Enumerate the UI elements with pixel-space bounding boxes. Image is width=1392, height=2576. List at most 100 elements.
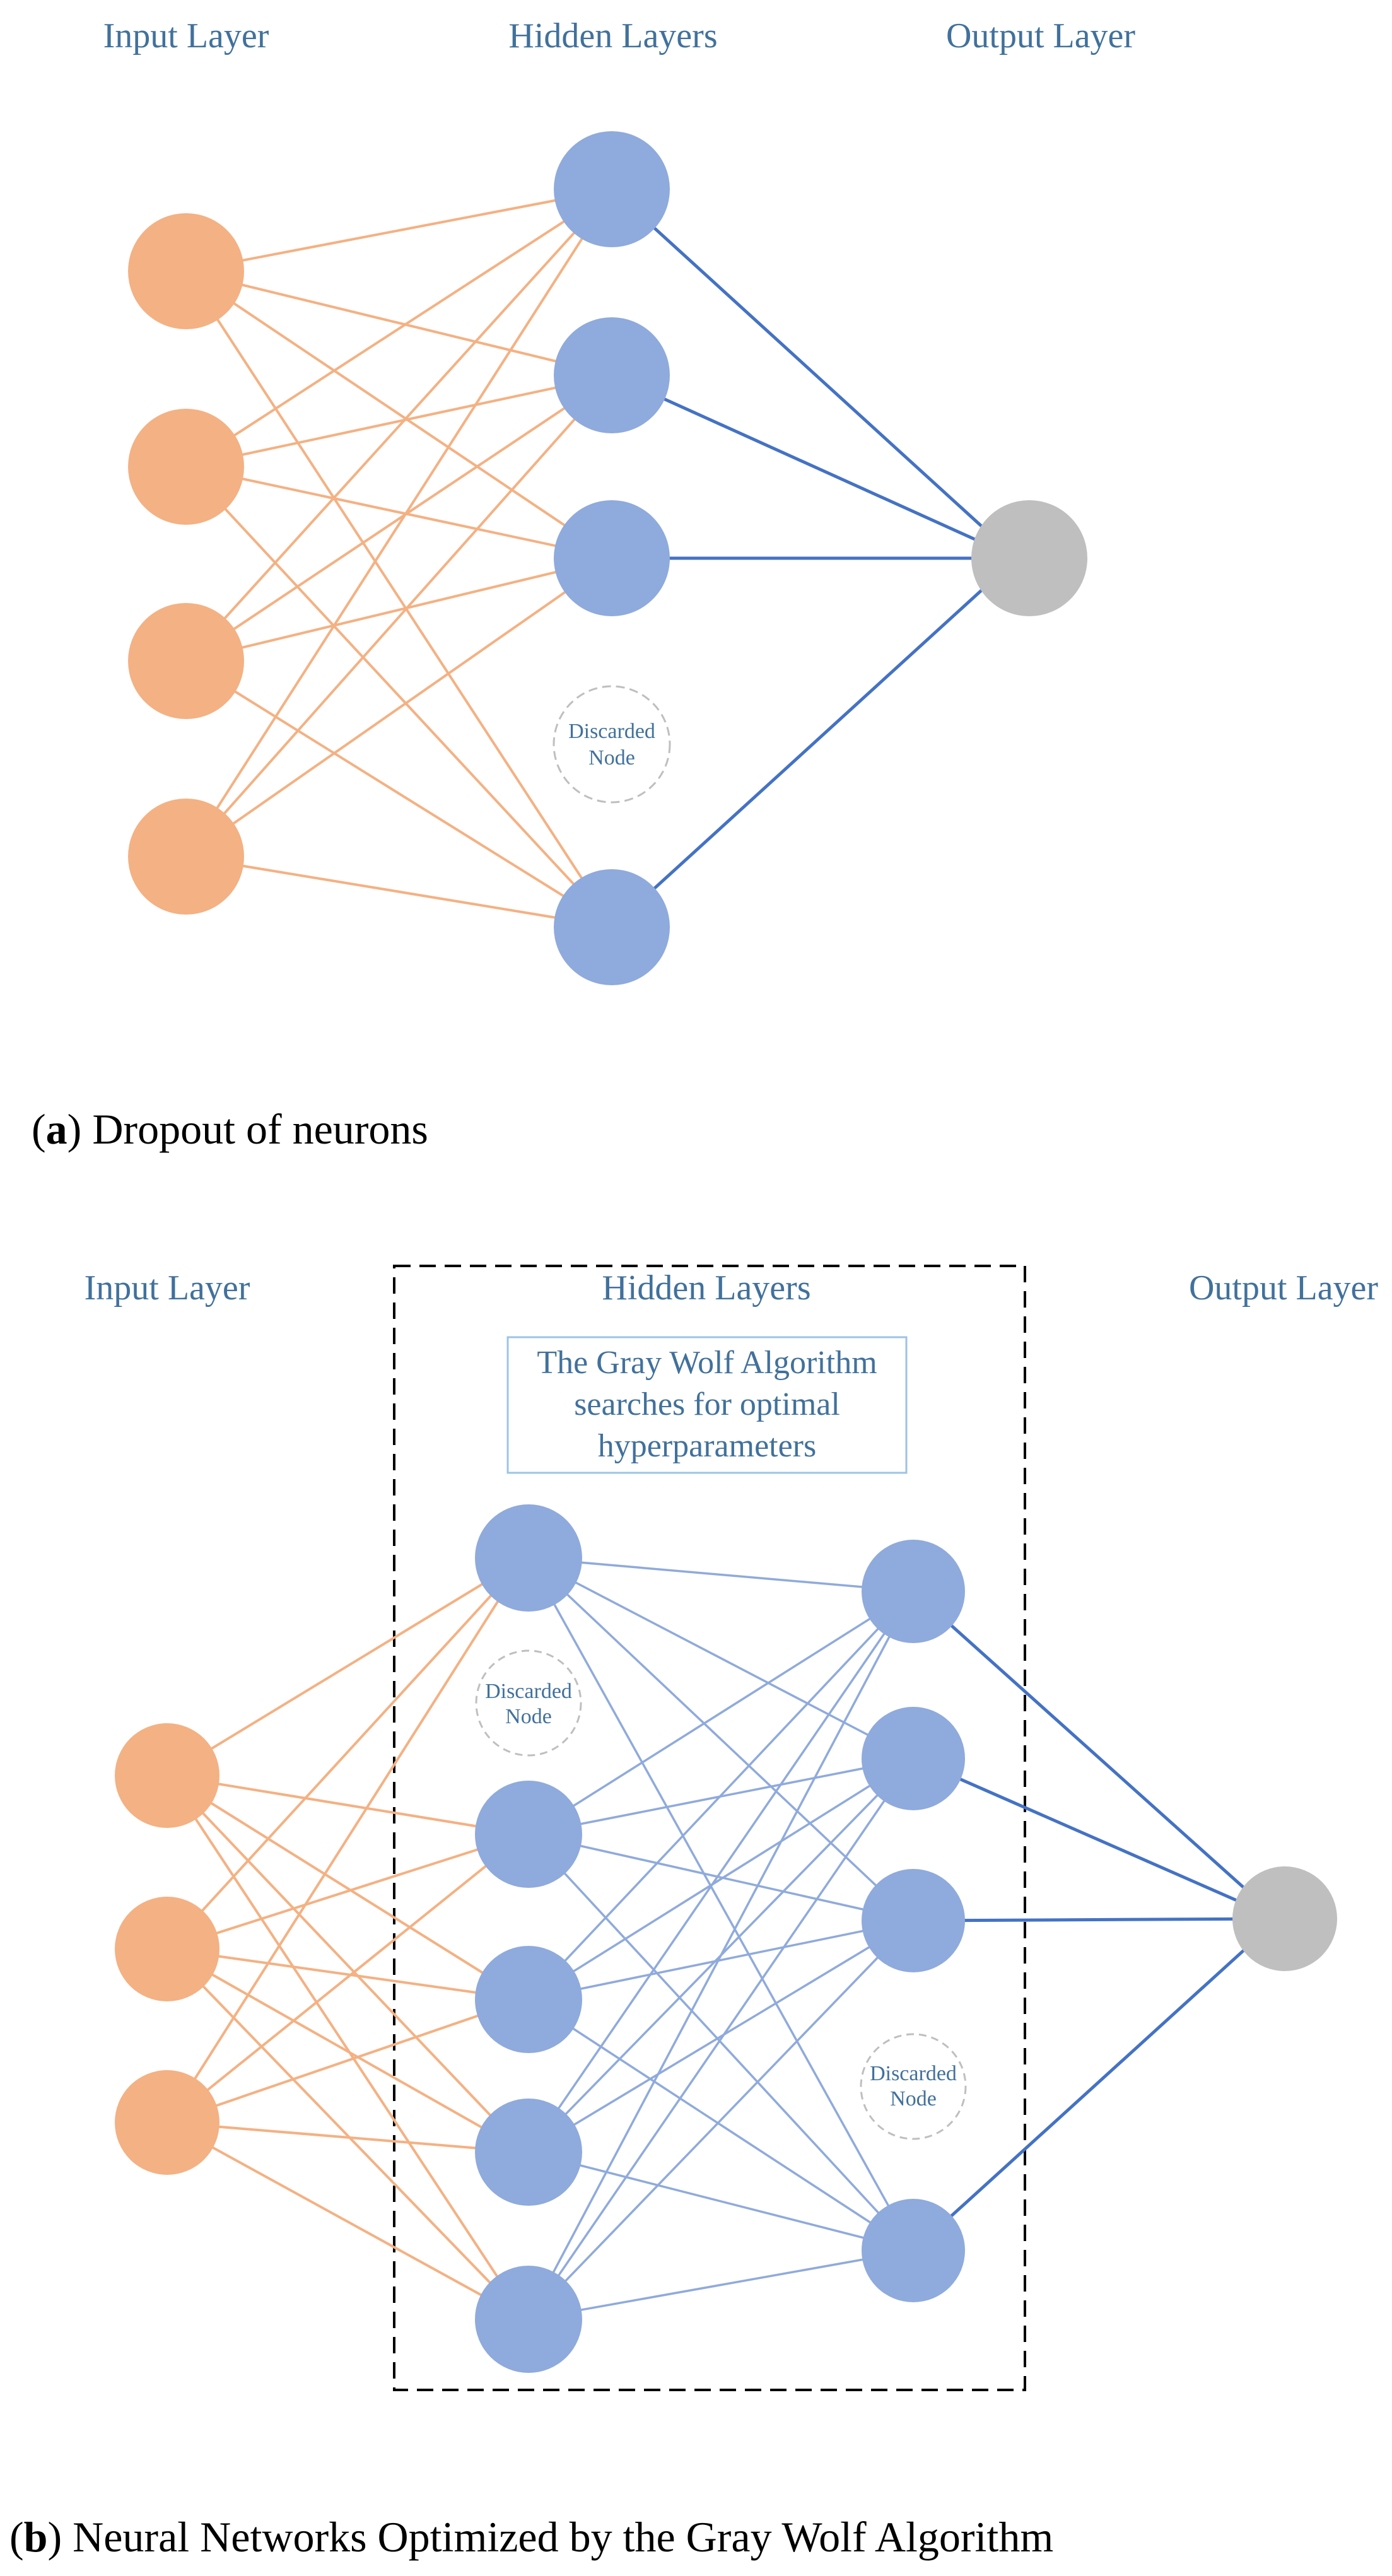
hidden-hidden-edge [528, 1757, 914, 2001]
output-layer-label: Output Layer [1189, 1268, 1378, 1308]
input-node [128, 603, 244, 719]
hidden-output-edge [611, 557, 1018, 928]
input-node [128, 213, 244, 329]
hidden-hidden-edge [528, 1557, 914, 1593]
caption-text: Neural Networks Optimized by the Gray Wo… [73, 2513, 1053, 2561]
input-node [115, 2070, 219, 2175]
hidden-hidden-edge [527, 1591, 915, 2153]
discarded-node-label: Node [505, 1705, 552, 1728]
input-hidden-edge [185, 370, 616, 468]
output-node [1232, 1866, 1337, 1971]
input-hidden-edge [185, 187, 615, 858]
discarded-node-outline [860, 2033, 967, 2140]
hidden-hidden-edge [527, 1557, 915, 1922]
input-node [115, 1723, 219, 1828]
hidden-hidden-edge [528, 1833, 914, 1922]
discarded-node-label: Discarded [568, 720, 655, 743]
hidden-layers-box [393, 1265, 1026, 2391]
gwo-box-line: searches for optimal [574, 1386, 840, 1422]
hidden-hidden-edge [528, 1919, 914, 2001]
hidden-output-edge [912, 1917, 1280, 2252]
discarded-node-label: Discarded [485, 1680, 572, 1703]
input-hidden-edge [185, 188, 615, 662]
input-hidden-edge [185, 188, 616, 468]
input-hidden-edge [167, 1996, 527, 2124]
hidden-hidden-edge [527, 1557, 915, 2251]
input-node [115, 1897, 219, 2001]
input-hidden-edge [167, 1774, 527, 1840]
hidden-node [554, 317, 670, 433]
input-hidden-edge [166, 1833, 527, 2124]
panel-b-caption: (b) Neural Networks Optimized by the Gra… [9, 2513, 1053, 2561]
hidden-hidden-edge [528, 1557, 914, 1760]
panel-a-caption: (a) Dropout of neurons [32, 1105, 428, 1153]
input-hidden-edge [166, 1774, 527, 2153]
panel-a: Discarded Node Input Layer Hidden Layers… [32, 16, 1135, 1153]
discarded-node-outline [553, 685, 671, 804]
input-layer-label: Input Layer [85, 1268, 250, 1308]
hidden-node [554, 500, 670, 616]
input-hidden-edge [185, 184, 616, 272]
input-hidden-edge [167, 1831, 527, 1950]
discarded-node-label: Node [588, 746, 635, 770]
hidden-layers-label: Hidden Layers [508, 16, 717, 56]
input-hidden-edge [185, 270, 616, 380]
input-hidden-edge [167, 2121, 527, 2159]
input-hidden-edge [166, 1557, 527, 1950]
discarded-node-outline [475, 1649, 582, 1757]
input-hidden-edge [185, 855, 616, 933]
panel-a-hidden-nodes [554, 131, 670, 985]
gwo-box-line: The Gray Wolf Algorithm [537, 1345, 877, 1381]
input-hidden-edge [166, 1774, 527, 2001]
hidden-hidden-edge [527, 1590, 915, 2001]
input-hidden-edge [185, 554, 616, 662]
caption-text: Dropout of neurons [92, 1105, 428, 1153]
hidden-hidden-edge [528, 1590, 914, 1835]
input-hidden-edge [167, 2121, 527, 2321]
discarded-node-label: Node [890, 2087, 937, 2111]
input-hidden-edge [185, 374, 615, 662]
caption-letter: b [24, 2513, 48, 2561]
gwo-box-line: hyperparameters [598, 1428, 816, 1464]
hidden-hidden-edge [527, 1833, 915, 2252]
input-hidden-edge [185, 270, 615, 929]
hidden-output-edge [912, 1757, 1280, 1921]
hidden-hidden-edge [527, 1591, 915, 2320]
hidden-node [862, 1869, 965, 1972]
input-hidden-edge [185, 465, 616, 563]
hidden-output-edge [611, 188, 1018, 559]
panel-b-input-nodes [115, 1723, 219, 2175]
panel-b-discarded-node-1: Discarded Node [475, 1649, 582, 1757]
input-node [128, 799, 244, 915]
input-hidden-edge [167, 1948, 527, 2005]
hidden-hidden-edge [528, 2249, 914, 2321]
output-node [971, 500, 1087, 616]
panel-b-discarded-node-2: Discarded Node [860, 2033, 967, 2140]
hidden-node [475, 1504, 582, 1612]
input-hidden-edge [166, 1557, 527, 1777]
hidden-layers-label: Hidden Layers [602, 1268, 810, 1308]
hidden-node [475, 2266, 582, 2373]
hidden-hidden-edge [527, 1758, 915, 2320]
gwo-description-box: The Gray Wolf Algorithm searches for opt… [506, 1336, 908, 1474]
input-hidden-edge [167, 1948, 527, 2153]
panel-b-edges [166, 1556, 1280, 2321]
output-layer-label: Output Layer [946, 16, 1135, 56]
hidden-hidden-edge [527, 1919, 915, 2321]
discarded-node-label: Discarded [870, 2062, 957, 2085]
input-hidden-edge [185, 465, 615, 928]
hidden-node [475, 2099, 582, 2206]
input-hidden-edge [185, 660, 616, 928]
hidden-node [862, 2199, 965, 2302]
hidden-node [475, 1946, 582, 2053]
hidden-output-edge [913, 1911, 1280, 1927]
input-hidden-edge [185, 270, 615, 559]
input-node [128, 409, 244, 525]
input-hidden-edge [185, 374, 615, 858]
hidden-hidden-edge [528, 1998, 914, 2252]
hidden-node [554, 869, 670, 985]
hidden-hidden-edge [528, 1919, 914, 2153]
caption-letter: a [46, 1105, 67, 1153]
input-hidden-edge [166, 1774, 527, 2321]
